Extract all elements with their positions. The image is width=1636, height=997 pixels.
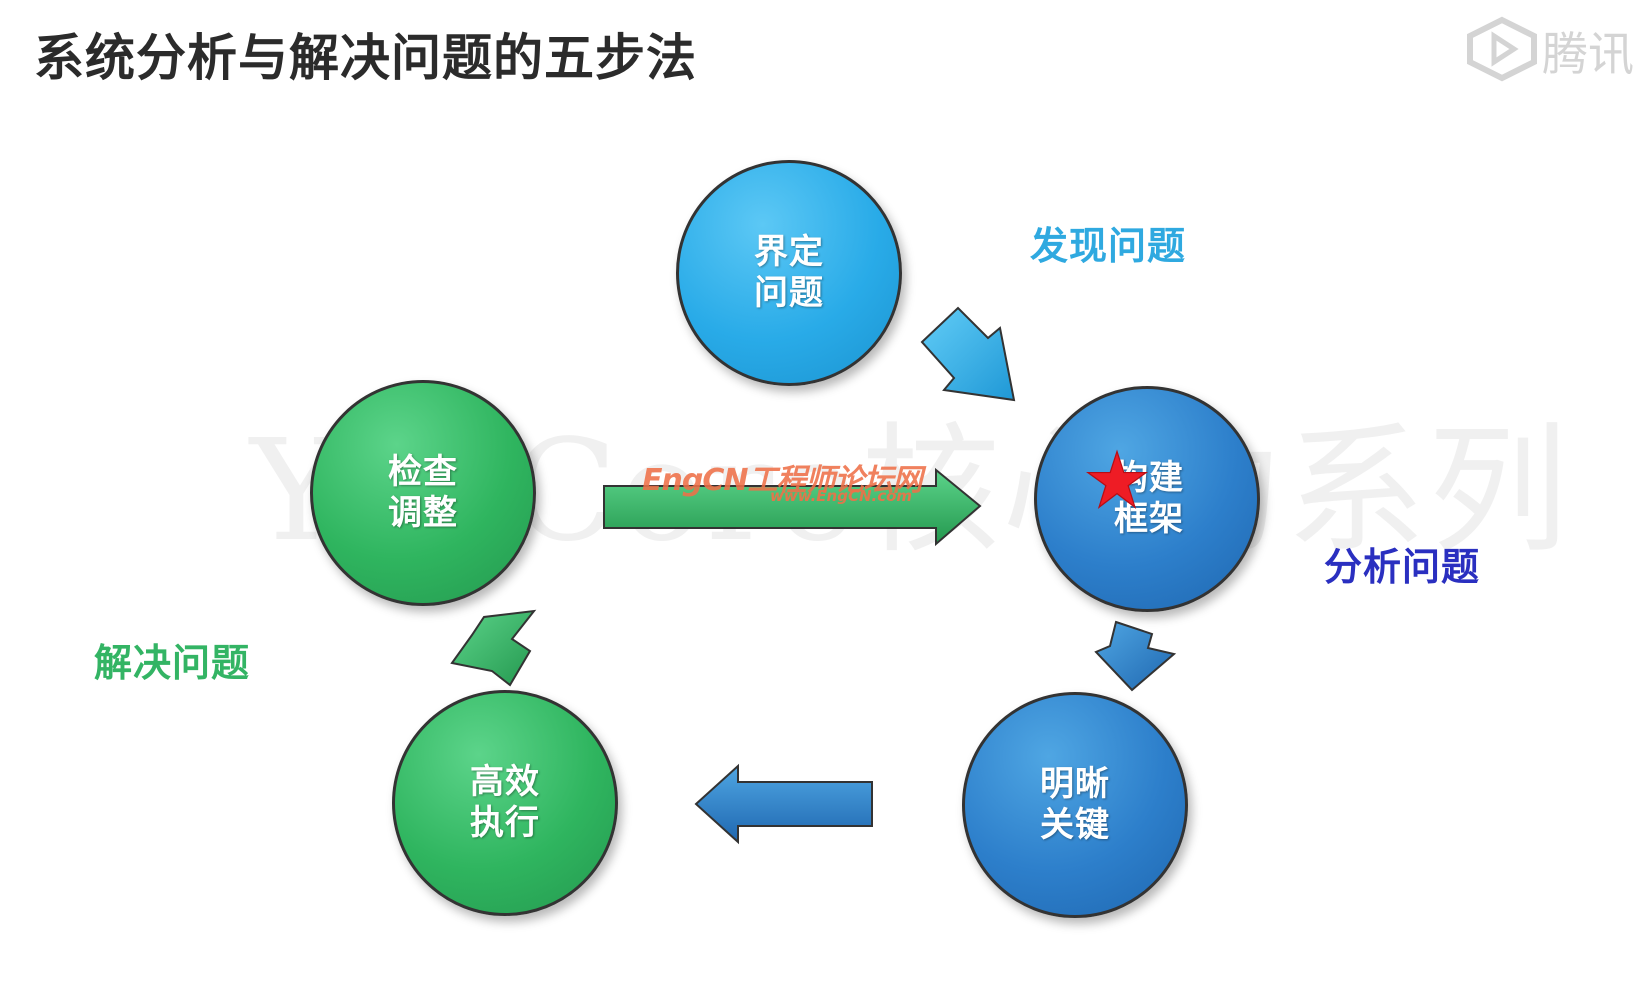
tencent-classroom-logo: 腾讯 [1466, 16, 1636, 86]
arrow-execute-to-review [450, 609, 537, 687]
phase-analyze-label: 分析问题 [1324, 545, 1481, 589]
step-review-adjust: 检查 调整 [310, 380, 536, 606]
arrow-framework-to-key [1094, 620, 1177, 692]
step-execute: 高效 执行 [392, 690, 618, 916]
tencent-classroom-logo-icon [1467, 16, 1537, 82]
arrow-key-to-execute [694, 763, 873, 845]
arrow-define-to-framework [920, 306, 1016, 402]
step-execute-label: 高效 执行 [470, 762, 540, 843]
phase-solve-label: 解决问题 [94, 641, 251, 685]
step-define-label: 界定 问题 [754, 232, 824, 313]
page-title: 系统分析与解决问题的五步法 [34, 29, 697, 87]
step-define-problem: 界定 问题 [676, 160, 902, 386]
forum-watermark-name: EngCN工程师论坛网 [642, 463, 922, 498]
step-clarify-key: 明晰 关键 [962, 692, 1188, 918]
star-icon [1086, 449, 1148, 509]
forum-watermark: EngCN工程师论坛网 www.EngCN.com [642, 455, 922, 505]
step-review-label: 检查 调整 [388, 452, 458, 533]
arrow-review-to-framework [603, 467, 982, 547]
forum-watermark-url: www.EngCN.com [770, 487, 913, 505]
brand-logo-text: 腾讯 [1542, 27, 1634, 81]
phase-discover-label: 发现问题 [1030, 224, 1187, 268]
step-key-label: 明晰 关键 [1040, 764, 1110, 845]
